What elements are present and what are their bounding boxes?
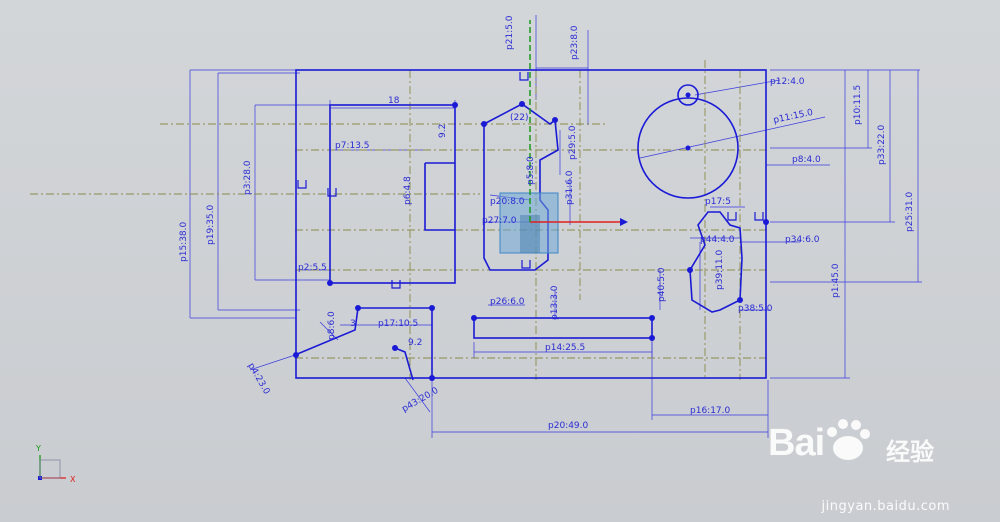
dim-p15: p15:38.0 (179, 221, 189, 262)
dim-p3: p3:28.0 (243, 160, 253, 195)
dim-p31: p31:6.0 (565, 170, 575, 205)
dim-p25: p25:31.0 (905, 191, 915, 232)
sketch-points (293, 92, 769, 381)
dim-p17: p17:10.5 (378, 319, 418, 329)
dim-p1: p1:45.0 (831, 263, 841, 298)
dim-p14: p14:25.5 (545, 343, 585, 353)
dim-p12: p12:4.0 (770, 77, 805, 87)
dim-p7: p7:13.5 (335, 141, 370, 151)
dim-p4: p4:23.0 (245, 362, 271, 397)
dim-p38: p38:5.0 (738, 304, 773, 314)
baidu-watermark: Bai 经验 (768, 418, 948, 478)
dimension-lines (189, 15, 922, 438)
dim-p21: p21:5.0 (505, 15, 515, 50)
dim-22: (22) (510, 113, 528, 123)
dim-p17-5: p17:5 (705, 197, 731, 207)
dim-p6: p6:4.8 (403, 176, 413, 205)
dim-p8-6: p8:6.0 (327, 311, 337, 340)
watermark-brand-cn: 经验 (886, 438, 934, 466)
triad-x-label: X (70, 475, 76, 484)
dim-p5: p5:8.0 (526, 156, 536, 185)
dim-p26: p26:6.0 (490, 297, 525, 307)
dim-p11: p11:15.0 (773, 108, 815, 126)
dim-p2: p2:5.5 (298, 263, 327, 273)
dim-p39: p39:11.0 (715, 249, 725, 290)
dim-p23: p23:8.0 (570, 25, 580, 60)
dim-p8: p8:4.0 (792, 155, 821, 165)
dim-p19: p19:35.0 (206, 204, 216, 245)
sketch-origin (529, 20, 628, 226)
dim-p44: p44:4.0 (700, 235, 735, 245)
watermark-brand: Bai (768, 422, 825, 464)
constraint-symbols (297, 72, 764, 289)
sketch-geometry[interactable] (294, 69, 767, 381)
dim-p27: p27:7.0 (482, 216, 517, 226)
dim-p29: p29:5.0 (568, 125, 578, 160)
dim-p34: p34:6.0 (785, 235, 820, 245)
dim-p20-8: p20:8.0 (490, 197, 525, 207)
dim-18: 18 (388, 96, 400, 106)
dim-p20: p20:49.0 (548, 421, 589, 431)
dim-9-2: 9.2 (438, 124, 448, 138)
dim-p13: p13:3.0 (550, 285, 560, 320)
dim-3: 3 (350, 319, 356, 329)
dim-p10: p10:11.5 (853, 85, 863, 125)
dim-p33: p33:22.0 (877, 124, 887, 165)
dim-p16: p16:17.0 (690, 406, 731, 416)
small-circle (677, 84, 699, 106)
large-circle (637, 97, 739, 199)
dim-p40: p40:5.0 (657, 267, 667, 302)
bottom-slot (473, 317, 653, 339)
dim-9-2b: 9.2 (408, 338, 422, 348)
baidu-paw-icon (827, 419, 870, 460)
datum-inner-box (520, 215, 540, 253)
coordinate-triad: Y X (35, 444, 76, 484)
triad-y-label: Y (35, 444, 41, 453)
watermark-site: jingyan.baidu.com (821, 499, 950, 514)
dim-p43: p43:20.0 (401, 386, 441, 415)
